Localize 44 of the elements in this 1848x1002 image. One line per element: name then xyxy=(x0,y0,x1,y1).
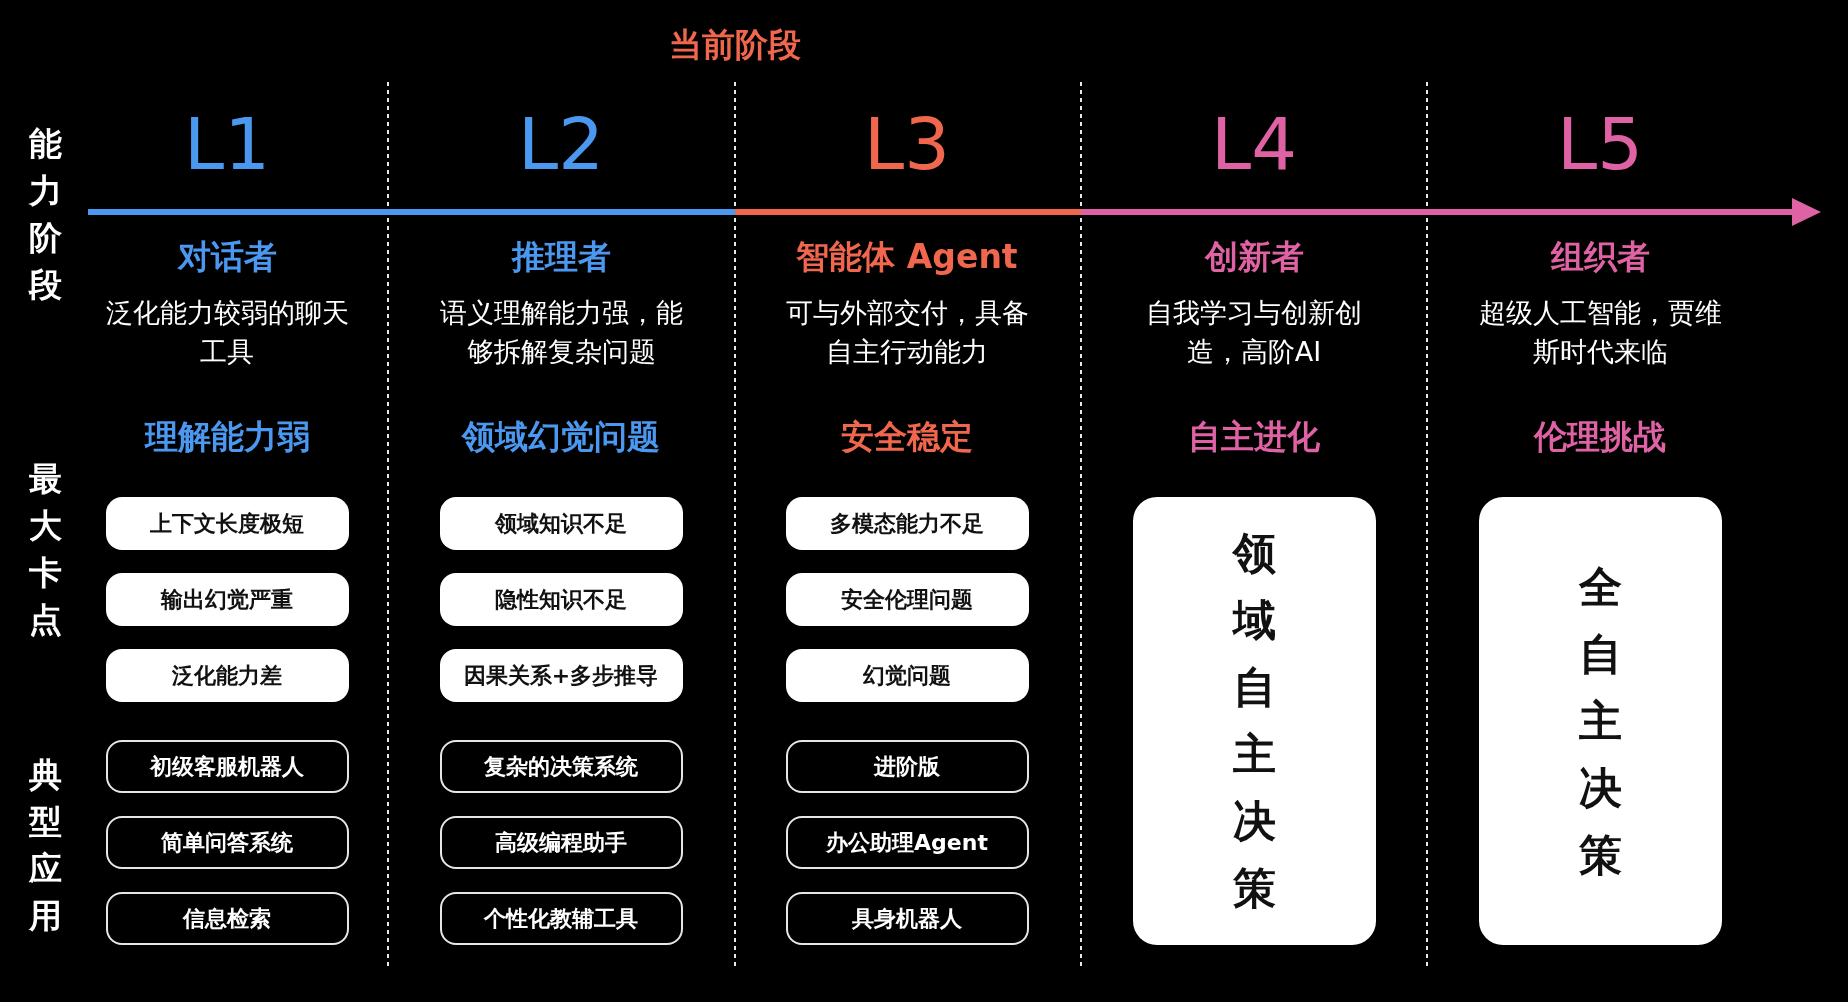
level-label: L5 xyxy=(1557,108,1643,180)
bottleneck-card: 安全伦理问题 xyxy=(785,573,1029,626)
application-card: 简单问答系统 xyxy=(105,816,349,869)
level-label: L4 xyxy=(1211,108,1297,180)
section-heading: 自主进化 xyxy=(1188,417,1320,457)
bottleneck-card: 隐性知识不足 xyxy=(439,573,683,626)
description-text: 超级人工智能，贾维斯时代来临 xyxy=(1477,296,1723,369)
bottleneck-card: 泛化能力差 xyxy=(105,649,349,702)
application-card: 具身机器人 xyxy=(785,892,1029,945)
level-label: L1 xyxy=(184,108,270,180)
level-label: L3 xyxy=(864,108,950,180)
description-text: 可与外部交付，具备自主行动能力 xyxy=(784,296,1030,369)
bottleneck-card: 多模态能力不足 xyxy=(785,497,1029,550)
application-card: 办公助理Agent xyxy=(785,816,1029,869)
description-text: 语义理解能力强，能够拆解复杂问题 xyxy=(438,296,684,369)
application-card: 进阶版 xyxy=(785,740,1029,793)
application-card: 高级编程助手 xyxy=(439,816,683,869)
application-card: 信息检索 xyxy=(105,892,349,945)
role-title: 创新者 xyxy=(1204,237,1304,277)
role-title: 组织者 xyxy=(1550,237,1650,277)
role-title: 推理者 xyxy=(511,237,611,277)
decision-card: 全自主决策 xyxy=(1478,497,1722,945)
bottleneck-card: 因果关系+多步推导 xyxy=(439,649,683,702)
bottleneck-card: 上下文长度极短 xyxy=(105,497,349,550)
application-card: 初级客服机器人 xyxy=(105,740,349,793)
section-heading: 伦理挑战 xyxy=(1534,417,1666,457)
application-card: 复杂的决策系统 xyxy=(439,740,683,793)
role-title: 智能体 Agent xyxy=(796,237,1018,277)
row-label: 能力阶段 xyxy=(27,123,63,306)
decision-card: 领域自主决策 xyxy=(1132,497,1376,945)
section-heading: 安全稳定 xyxy=(841,417,973,457)
role-title: 对话者 xyxy=(177,237,277,277)
row-label: 最大卡点 xyxy=(27,458,63,641)
section-heading: 领域幻觉问题 xyxy=(462,417,660,457)
row-label: 典型应用 xyxy=(27,754,63,937)
application-card: 个性化教辅工具 xyxy=(439,892,683,945)
bottleneck-card: 输出幻觉严重 xyxy=(105,573,349,626)
current-stage-label: 当前阶段 xyxy=(669,25,801,65)
section-heading: 理解能力弱 xyxy=(144,417,310,457)
description-text: 泛化能力较弱的聊天工具 xyxy=(104,296,350,369)
level-label: L2 xyxy=(518,108,604,180)
bottleneck-card: 幻觉问题 xyxy=(785,649,1029,702)
description-text: 自我学习与创新创造，高阶AI xyxy=(1145,296,1363,369)
bottleneck-card: 领域知识不足 xyxy=(439,497,683,550)
